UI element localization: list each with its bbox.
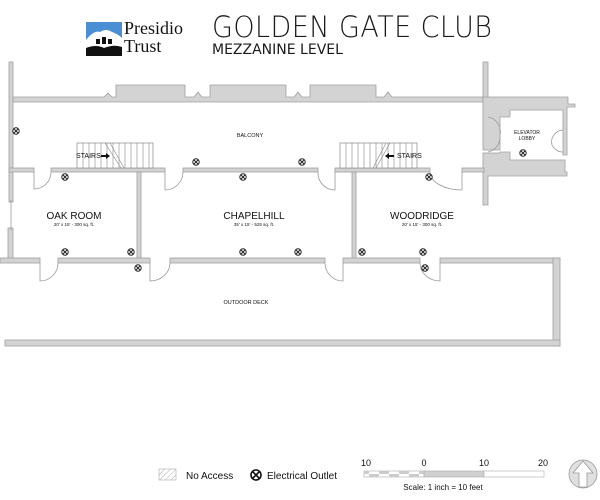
- scale-tick: 10: [361, 458, 371, 468]
- outlet-icon: [421, 264, 429, 272]
- outlet-icon: [61, 248, 69, 256]
- page-subtitle: MEZZANINE LEVEL: [212, 42, 343, 58]
- balcony-label: BALCONY: [237, 133, 264, 139]
- outlet-icon: [425, 173, 433, 181]
- page-title: GOLDEN GATE CLUB: [212, 10, 493, 44]
- outdoor-deck-label: OUTDOOR DECK: [224, 300, 269, 306]
- outlet-icon: [127, 248, 135, 256]
- north-arrow-icon: [568, 459, 598, 489]
- outlet-icon: [419, 248, 427, 256]
- woodridge-size: 20' x 15' - 300 sq. ft.: [402, 222, 442, 227]
- outlet-icon: [298, 158, 306, 166]
- scale-bar: 10 0 10 20 Scale: 1 inch = 10 feet: [361, 458, 548, 492]
- arrow-left-icon: [385, 153, 394, 159]
- logo-text: Presidio Trust: [124, 19, 183, 55]
- chapelhill-size: 35' x 15' - 525 sq. ft.: [234, 222, 274, 227]
- stairs-right: [339, 142, 418, 169]
- outlet-icon: [61, 173, 69, 181]
- scale-tick: 20: [538, 458, 548, 468]
- oak-room-name: OAK ROOM: [46, 211, 101, 222]
- chapelhill-name: CHAPELHILL: [223, 211, 285, 222]
- outlet-icon: [12, 127, 20, 135]
- outlet-icon: [134, 264, 142, 272]
- walls: [0, 61, 576, 347]
- oak-room-size: 20' x 15' - 300 sq. ft.: [54, 222, 94, 227]
- scale-caption: Scale: 1 inch = 10 feet: [403, 483, 483, 492]
- outlet-icon: [358, 248, 366, 256]
- outlet-icon: [239, 173, 247, 181]
- presidio-trust-logo: [86, 22, 122, 56]
- outlet-legend-icon: [250, 469, 262, 481]
- stairs-left-label: STAIRS: [76, 153, 101, 160]
- elevator-label-1: ELEVATOR: [514, 130, 540, 136]
- outlet-icon: [192, 158, 200, 166]
- scale-tick: 10: [479, 458, 489, 468]
- outlet-icon: [294, 248, 302, 256]
- outlet-icon: [239, 248, 247, 256]
- stairs-right-label: STAIRS: [397, 153, 422, 160]
- outlet-icon: [519, 149, 527, 157]
- no-access-swatch: [158, 468, 177, 481]
- logo-line-2: Trust: [124, 36, 162, 56]
- stairs-left: [76, 142, 154, 169]
- logo-line-1: Presidio: [124, 18, 184, 38]
- elevator-label-2: LOBBY: [519, 136, 536, 142]
- no-access-label: No Access: [186, 471, 233, 482]
- arrow-right-icon: [101, 153, 110, 159]
- outlet-legend-label: Electrical Outlet: [267, 471, 337, 482]
- scale-tick: 0: [421, 458, 426, 468]
- woodridge-name: WOODRIDGE: [390, 211, 454, 222]
